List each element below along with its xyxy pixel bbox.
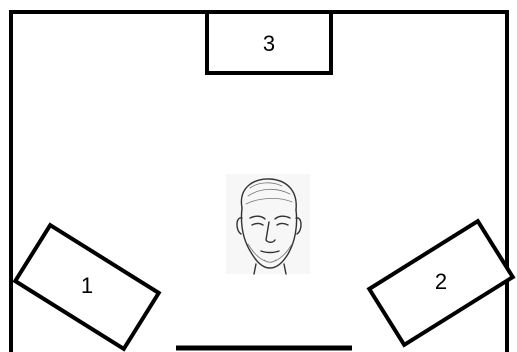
box-3: 3 <box>207 12 331 73</box>
box-3-label: 3 <box>263 31 275 56</box>
box-1: 1 <box>15 225 159 349</box>
box-1-label: 1 <box>81 273 93 298</box>
head-sketch-icon <box>226 174 310 274</box>
box-2-label: 2 <box>435 269 447 294</box>
box-2: 2 <box>369 221 513 345</box>
